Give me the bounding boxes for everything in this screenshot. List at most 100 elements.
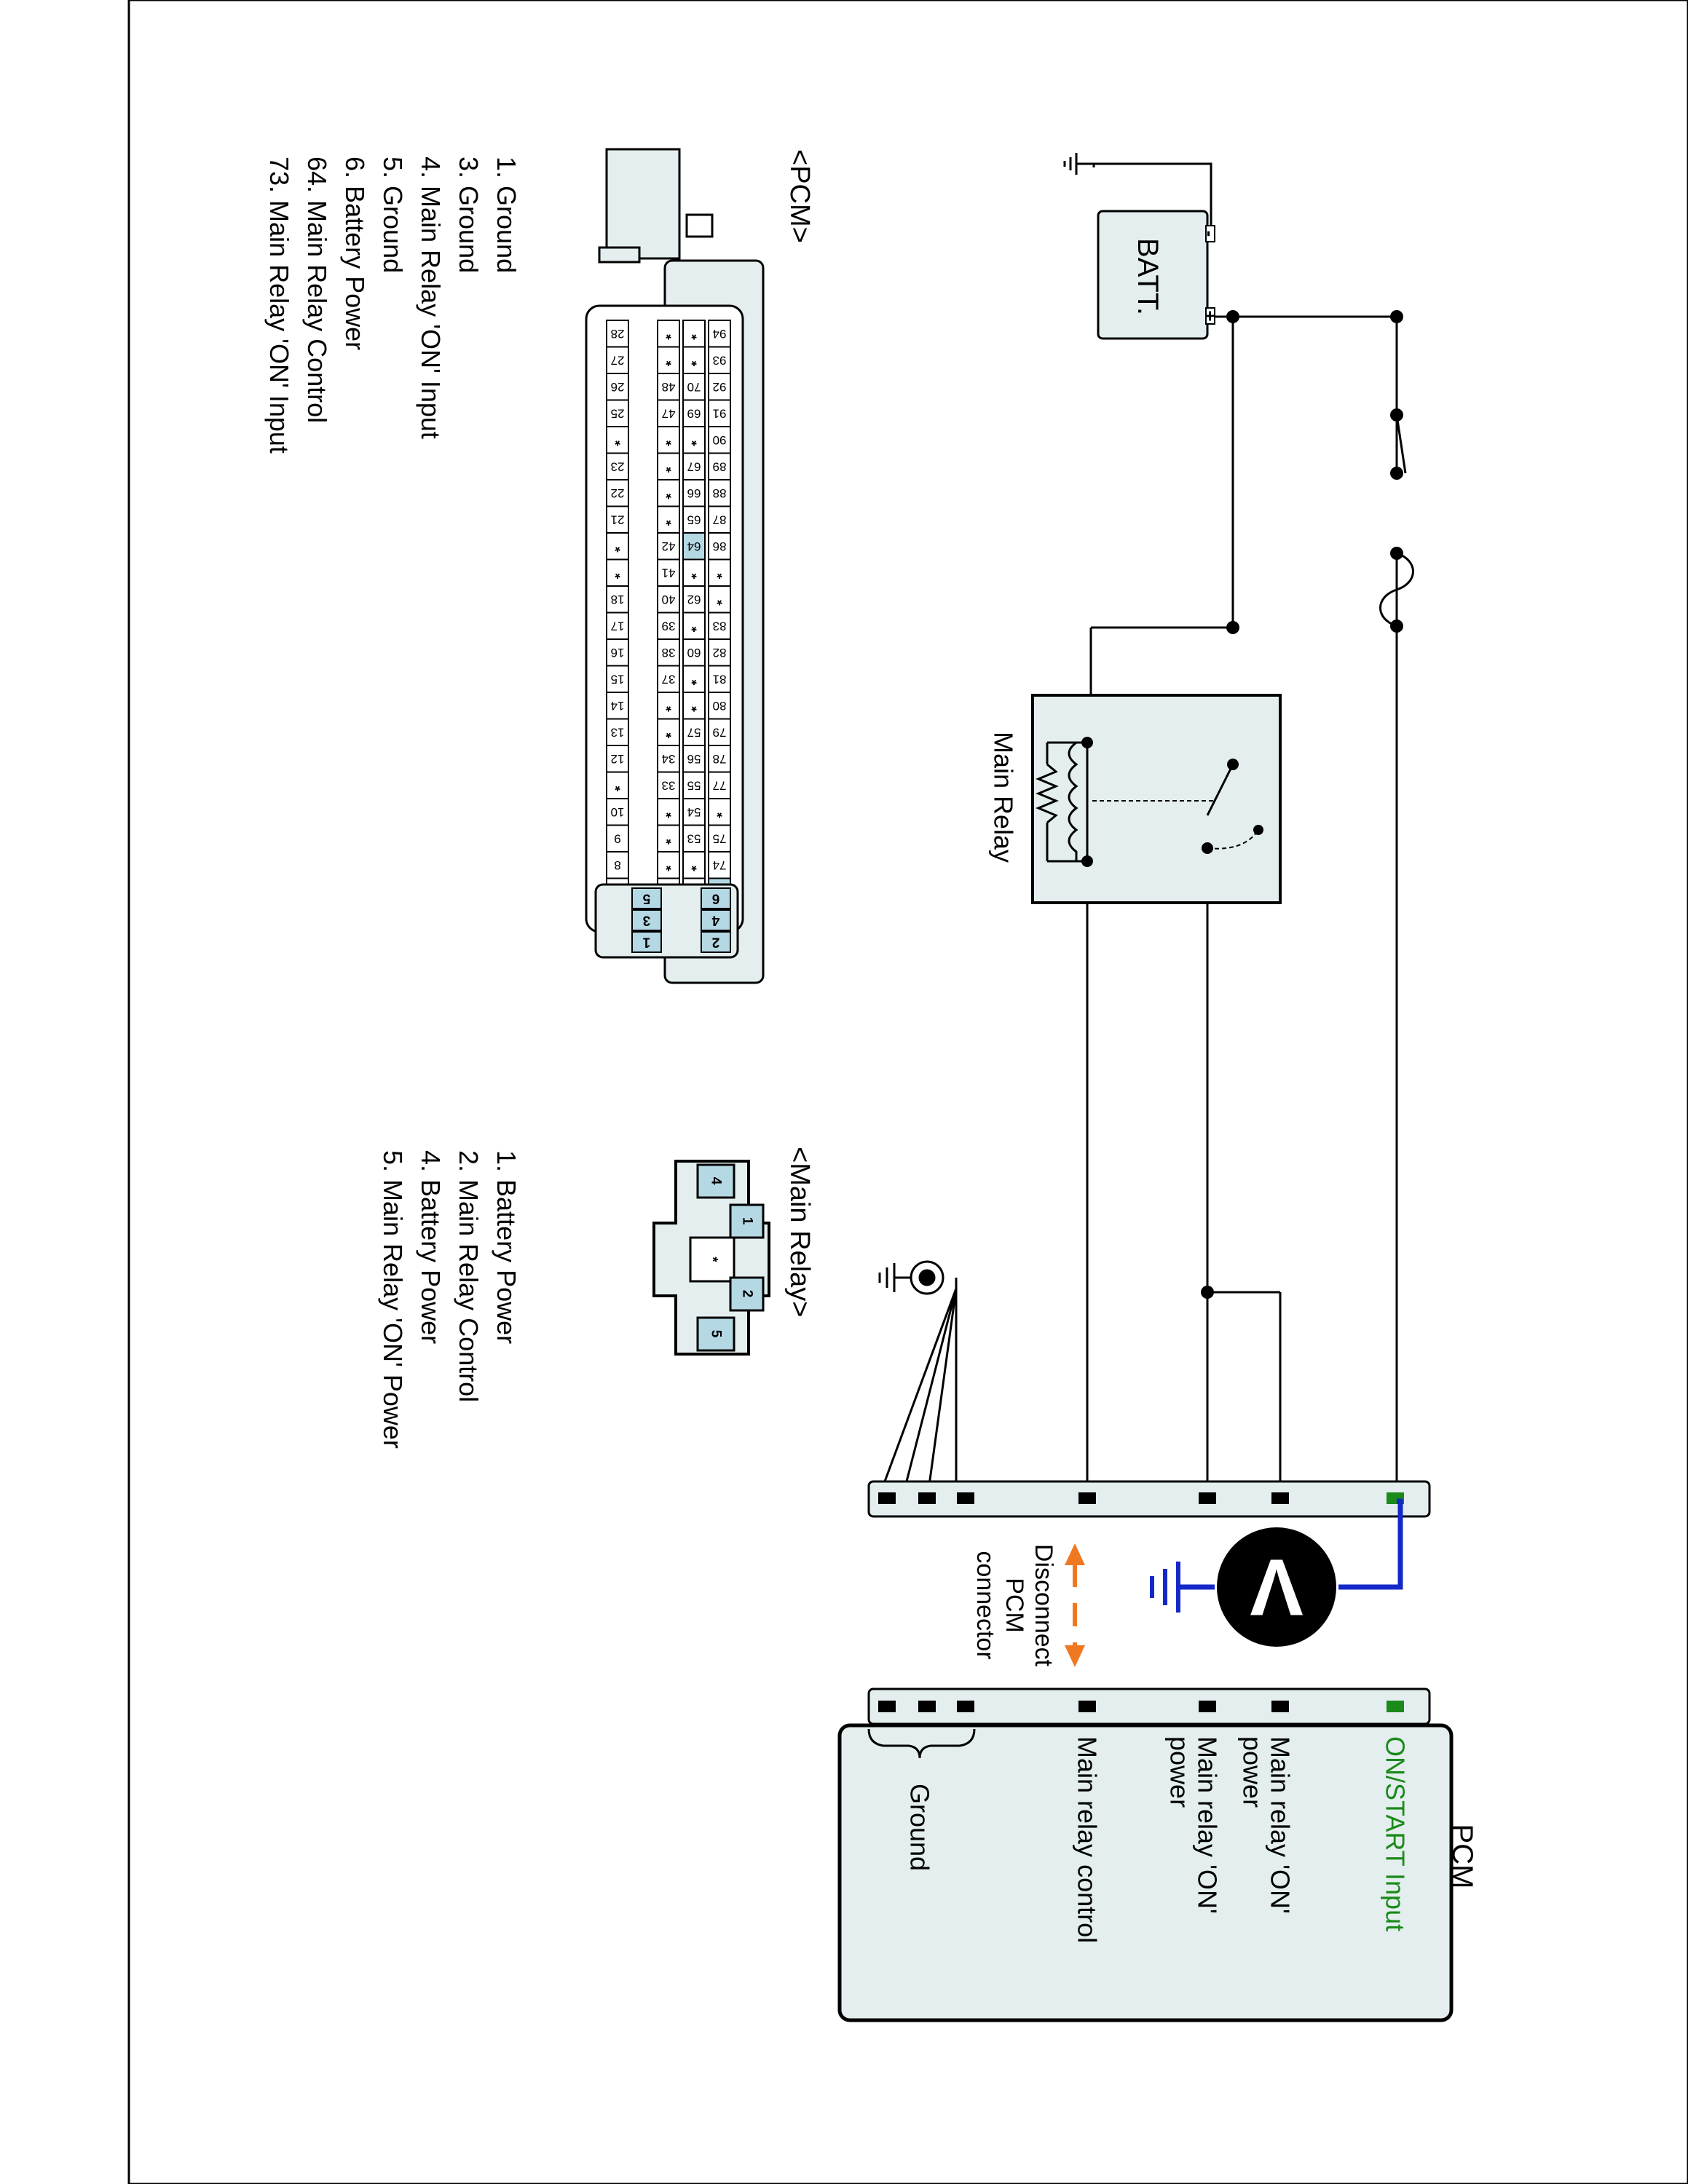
pcm-pin-86: 86 (713, 539, 727, 553)
chassis-ground-symbol (878, 1260, 944, 1295)
pcm-pin-41: 41 (662, 566, 676, 579)
pcm-pin-83: 83 (713, 619, 727, 633)
pcm-pin-*: * (691, 618, 697, 633)
pcm-power-block: 6 5 4 3 2 1 (594, 883, 739, 959)
pcm-pin-92: 92 (713, 380, 727, 394)
pcm-pin-*: * (615, 539, 620, 554)
pcm-pin-90: 90 (713, 433, 727, 447)
pcm-pin-82: 82 (713, 646, 727, 660)
relay-pin-4: 4 (709, 1177, 724, 1185)
pcm-pin-*: * (691, 698, 697, 713)
relay-legend-item: 1. Battery Power (492, 1150, 521, 1344)
pcm-pin-22: 22 (611, 486, 625, 500)
pcm-pin-79: 79 (713, 725, 727, 739)
pcm-pin-74: 74 (713, 858, 727, 872)
relay-connector-title: <Main Relay> (784, 1147, 815, 1317)
pcm-pin-54: 54 (687, 805, 701, 819)
pcm-pin-91: 91 (713, 406, 727, 420)
pcm-pin-ground: Ground (905, 1784, 935, 1871)
pcm-power-pin-4: 4 (711, 913, 719, 928)
pcm-pin-21: 21 (611, 513, 625, 526)
pcm-legend-item: 6. Battery Power (340, 157, 370, 350)
voltmeter-label: V (1250, 1543, 1303, 1632)
pcm-pin-10: 10 (611, 805, 625, 819)
pcm-pin-*: * (666, 858, 671, 873)
pcm-pin-relay-on-power-1a: Main relay 'ON' (1266, 1736, 1295, 1914)
pcm-pin-56: 56 (687, 752, 701, 766)
pcm-pin-*: * (666, 326, 671, 341)
pcm-module-label: PCM (1446, 1824, 1478, 1889)
pcm-pin-relay-control: Main relay control (1073, 1736, 1103, 1943)
pcm-pin-53: 53 (687, 831, 701, 845)
relay-legend-item: 4. Battery Power (416, 1150, 446, 1344)
relay-legend-item: 2. Main Relay Control (454, 1150, 484, 1402)
pcm-power-pin-3: 3 (643, 913, 651, 928)
pcm-pin-57: 57 (687, 725, 701, 739)
pcm-pin-*: * (666, 459, 671, 474)
pcm-pin-*: * (691, 671, 697, 687)
pcm-pin-relay-on-power-1b: power (1238, 1736, 1268, 1808)
pcm-pin-relay-on-power-2a: Main relay 'ON' (1193, 1736, 1223, 1914)
pcm-module (837, 1723, 1454, 2022)
pcm-pin-grid: 949392919089888786**83828180797877*75747… (606, 320, 731, 906)
pcm-legend-item: 3. Ground (454, 157, 484, 273)
disconnect-arrow (1065, 1543, 1085, 1667)
pcm-legend-item: 4. Main Relay 'ON' Input (416, 157, 446, 439)
page-border (127, 0, 1688, 2184)
pcm-pin-42: 42 (662, 539, 676, 553)
pcm-pin-*: * (691, 858, 697, 873)
pcm-power-pin-1: 1 (642, 935, 650, 950)
battery-ground-symbol (1063, 153, 1094, 175)
pcm-pin-14: 14 (611, 699, 625, 713)
pcm-pin-23: 23 (611, 459, 625, 473)
pcm-pin-87: 87 (713, 513, 727, 526)
pcm-pin-*: * (666, 831, 671, 846)
pcm-power-pin-2: 2 (712, 935, 720, 950)
pcm-legend: 1. Ground 3. Ground 4. Main Relay 'ON' Inp… (264, 157, 521, 454)
pcm-pin-8: 8 (614, 858, 620, 872)
pcm-pin-*: * (666, 486, 671, 501)
pcm-pin-*: * (717, 592, 722, 607)
pcm-pin-75: 75 (713, 831, 727, 845)
battery-plus: + (1199, 310, 1221, 321)
pcm-pin-38: 38 (662, 646, 676, 660)
pcm-pin-81: 81 (713, 672, 727, 686)
pcm-pin-33: 33 (662, 778, 676, 792)
pcm-pin-70: 70 (687, 380, 701, 394)
pcm-pin-93: 93 (713, 353, 727, 367)
relay-connector-housing (652, 1160, 770, 1356)
pcm-pin-80: 80 (713, 699, 727, 713)
fuse (1379, 552, 1414, 628)
relay-pin-2: 2 (740, 1290, 755, 1298)
pcm-pin-16: 16 (611, 646, 625, 660)
battery (1097, 210, 1215, 340)
relay-legend-item: 5. Main Relay 'ON' Power (378, 1150, 408, 1449)
pcm-pin-*: * (615, 432, 620, 448)
pcm-pin-94: 94 (713, 327, 727, 341)
battery-minus: - (1199, 231, 1221, 237)
pcm-pin-*: * (691, 352, 697, 368)
circuit-wiring (876, 162, 1398, 1502)
pcm-pin-*: * (691, 326, 697, 341)
pcm-power-pin-5: 5 (642, 891, 650, 906)
pcm-pin-48: 48 (662, 380, 676, 394)
main-relay-box (1031, 694, 1282, 904)
pcm-legend-item: 1. Ground (492, 157, 521, 273)
pcm-pin-67: 67 (687, 459, 701, 473)
pcm-pin-26: 26 (611, 380, 625, 394)
pcm-pin-64: 64 (687, 539, 701, 553)
pcm-pin-*: * (666, 804, 671, 820)
pcm-pin-17: 17 (611, 619, 625, 633)
pcm-pin-12: 12 (611, 752, 625, 766)
main-relay-label: Main Relay (989, 732, 1019, 863)
pcm-pin-*: * (691, 565, 697, 580)
pcm-pin-28: 28 (611, 327, 625, 341)
pcm-pin-*: * (666, 724, 671, 740)
pcm-pin-39: 39 (662, 619, 676, 633)
pcm-pin-*: * (615, 565, 620, 580)
pcm-pin-69: 69 (687, 406, 701, 420)
voltmeter (1150, 1498, 1403, 1647)
pcm-power-pin-6: 6 (712, 891, 720, 906)
pcm-pin-*: * (666, 512, 671, 527)
